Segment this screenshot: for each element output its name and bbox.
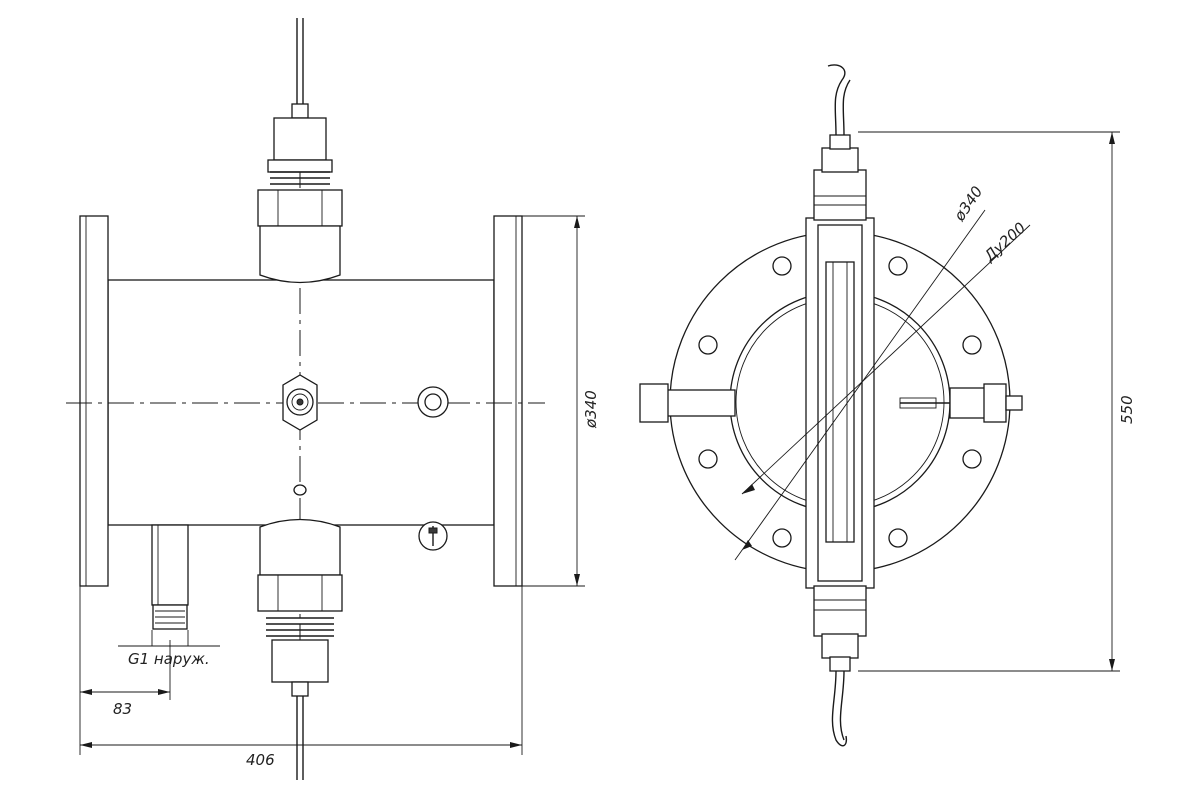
bottom-sensor — [257, 518, 343, 780]
centre-fitting — [282, 374, 318, 431]
drain-nipple — [151, 524, 189, 630]
small-plug — [293, 484, 307, 496]
dim-83 — [79, 586, 171, 755]
left-flange — [79, 215, 109, 587]
thread-callout — [118, 630, 220, 647]
ground-screw — [418, 521, 448, 551]
height-label: 550 — [1118, 395, 1136, 424]
dim-406 — [80, 586, 523, 755]
top-cable-2 — [842, 79, 851, 136]
right-flange — [493, 215, 523, 587]
dim-550 — [858, 131, 1120, 672]
length-label: 406 — [246, 751, 275, 769]
outer-diameter-label: ø340 — [950, 183, 987, 225]
side-port — [417, 386, 449, 418]
diameter-lines — [734, 209, 1031, 561]
left-boss — [639, 383, 736, 423]
thread-label: G1 наруж. — [128, 650, 210, 668]
front-view: ø340 Ду200 550 — [639, 64, 1136, 747]
bottom-cable-2 — [839, 670, 845, 741]
bolt-holes — [698, 256, 982, 548]
offset-label: 83 — [113, 700, 132, 718]
dim-340-vertical — [522, 215, 585, 587]
bottom-cable — [831, 670, 848, 747]
bore-label: Ду200 — [980, 219, 1029, 266]
side-view: G1 наруж. 83 406 ø340 — [66, 18, 600, 780]
right-electrode — [899, 383, 1023, 423]
top-sensor — [257, 18, 343, 284]
flange-diameter-label: ø340 — [582, 390, 600, 429]
top-cable — [827, 64, 846, 136]
